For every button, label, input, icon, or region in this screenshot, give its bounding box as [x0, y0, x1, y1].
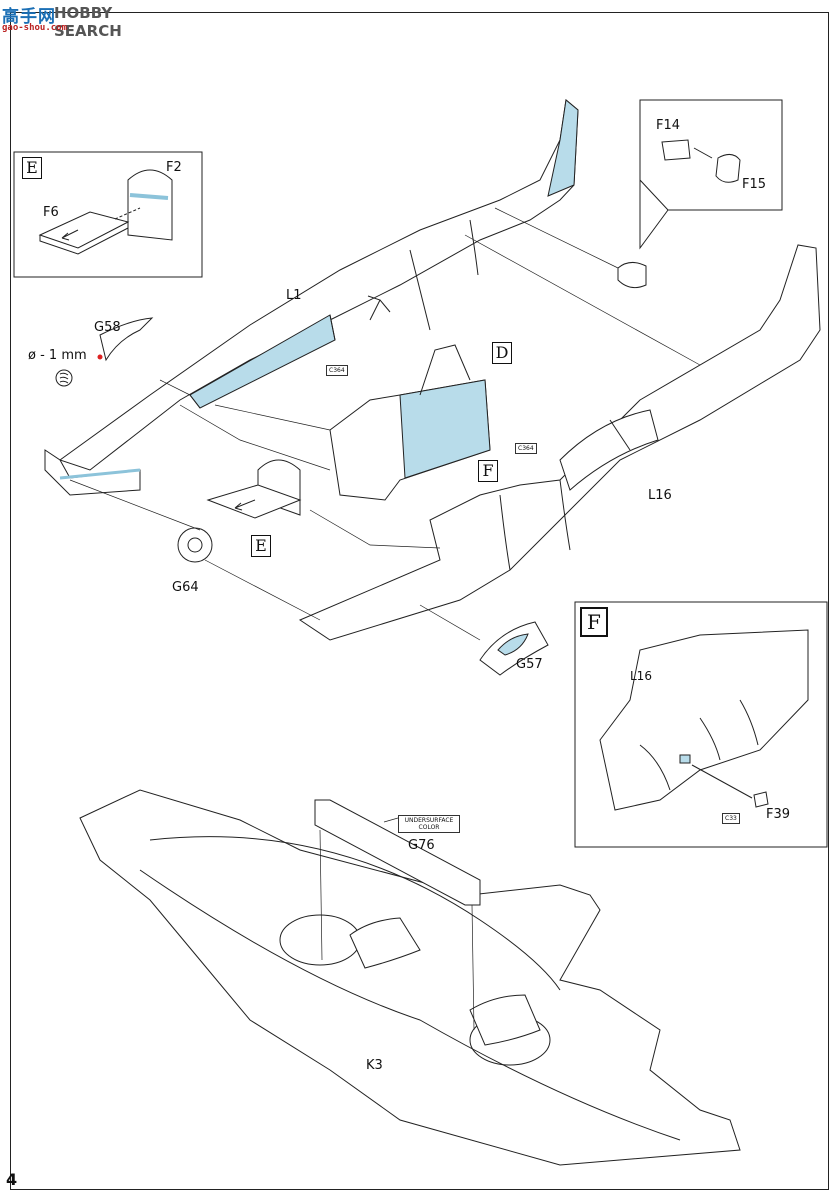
inset-f14-frame	[639, 99, 783, 211]
step-marker-e-part: E	[251, 535, 271, 557]
f15-arrow	[693, 147, 713, 159]
l1-frame-1	[409, 249, 431, 331]
color-tag-c364-b: C364	[515, 443, 537, 454]
guide-g57	[419, 604, 481, 641]
lower-wing-k3	[79, 789, 741, 1166]
label-k3: K3	[366, 1058, 383, 1073]
label-g57: G57	[516, 657, 543, 672]
label-f39: F39	[766, 807, 791, 822]
page-number: 4	[6, 1170, 18, 1189]
label-g76: G76	[408, 838, 435, 853]
l16-frame-1	[499, 494, 511, 571]
label-l16-main: L16	[648, 488, 672, 503]
label-f2: F2	[166, 160, 182, 175]
guide-g64	[69, 479, 321, 621]
part-g64	[177, 527, 213, 563]
fuselage-half-l1	[58, 99, 579, 471]
guide-l1-l16	[464, 234, 701, 366]
part-f6-edge	[39, 222, 129, 255]
color-tag-c364-a: C364	[326, 365, 348, 376]
cockpit-paint	[399, 379, 491, 479]
step-marker-f-box: F	[580, 607, 608, 637]
g76-guides	[319, 829, 475, 1031]
label-g64: G64	[172, 580, 199, 595]
part-f14	[661, 139, 691, 161]
label-g58: G58	[94, 320, 121, 335]
wing-panel-line	[149, 836, 561, 991]
radiator-right	[469, 994, 541, 1046]
step-marker-f-part: F	[478, 460, 498, 482]
l1-arrow	[367, 295, 391, 321]
page-frame	[10, 12, 829, 1190]
label-f14: F14	[656, 118, 681, 133]
step-marker-d: D	[492, 342, 512, 364]
drill-mark	[97, 354, 103, 360]
color-tag-c33: C33	[722, 813, 740, 824]
l16-hatch	[559, 409, 659, 491]
part-front-frame	[44, 449, 141, 496]
label-f6: F6	[43, 205, 59, 220]
inset-f-fuselage	[599, 629, 809, 811]
drill-icon	[55, 369, 73, 387]
label-l1: L1	[286, 288, 302, 303]
inset-e-guide	[114, 207, 141, 220]
part-f2-paint	[129, 193, 169, 200]
floor-e-arrow	[234, 499, 256, 511]
part-f2	[127, 169, 173, 241]
inset-e-frame	[13, 151, 203, 278]
watermark-brand: HOBBY SEARCH	[54, 4, 122, 40]
l1-frame-2	[469, 219, 479, 276]
part-f39	[753, 791, 769, 808]
cockpit-seat	[419, 344, 471, 396]
guide-cockpit	[214, 404, 331, 431]
label-f15: F15	[742, 177, 767, 192]
fuselage-half-l16	[298, 244, 821, 641]
step-marker-e-box: E	[22, 157, 42, 179]
l1-paint-tail	[547, 99, 579, 197]
part-f15	[715, 154, 741, 183]
part-f6-arrow	[61, 229, 79, 241]
part-g58	[99, 317, 154, 362]
drill-note: ø - 1 mm	[28, 348, 87, 363]
undersurface-color-note: UNDERSURFACE COLOR	[398, 815, 460, 833]
watermark: 高手网 HOBBY SEARCH gao-shou.com	[2, 2, 172, 40]
inset-f14-pointer	[639, 180, 669, 250]
label-l16-detail: L16	[630, 669, 652, 683]
f39-location	[679, 754, 691, 764]
watermark-url: gao-shou.com	[2, 23, 68, 33]
floor-e-part	[206, 484, 302, 519]
part-g76	[314, 799, 481, 906]
radiator-left	[349, 917, 421, 969]
watermark-logo: 高手网	[2, 7, 56, 27]
inset-f-frame	[574, 601, 828, 848]
part-f14-assembled	[617, 262, 647, 289]
